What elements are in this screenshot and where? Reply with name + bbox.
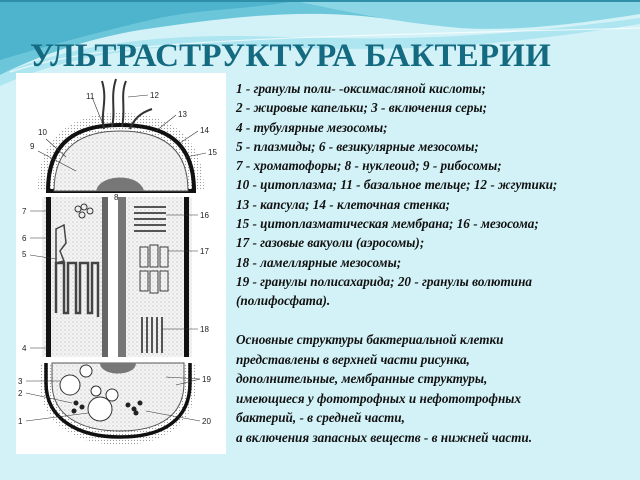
legend-list: 1 - гранулы поли- -оксимасляной кислоты;… [236,79,640,311]
legend-item: (полифосфата). [236,293,331,309]
svg-text:16: 16 [200,211,209,220]
svg-text:8: 8 [114,193,119,202]
legend-item: 17 - газовые вакуоли (аэросомы); [236,235,425,251]
legend-item: 1 - гранулы поли- -оксимасляной кислоты; [236,81,487,96]
svg-text:11: 11 [86,92,95,101]
summary-line: имеющиеся у фототрофных и нефототрофных [236,390,522,406]
svg-text:12: 12 [150,91,159,100]
svg-text:10: 10 [38,128,47,137]
summary-paragraph: Основные структуры бактериальной клетки … [236,330,640,447]
svg-text:15: 15 [208,148,217,157]
svg-text:18: 18 [200,325,209,334]
legend-item: 19 - гранулы полисахарида; 20 - гранулы … [236,273,532,289]
legend-item: 5 - плазмиды; 6 - везикулярные мезосомы; [236,138,479,154]
svg-text:6: 6 [22,234,27,243]
summary-line: представлены в верхней части рисунка, [236,351,470,367]
legend-item: 10 - цитоплазма; 11 - базальное тельце; … [236,177,558,193]
svg-text:2: 2 [18,389,23,398]
summary-line: бактерий, - в средней части, [236,410,405,425]
svg-text:9: 9 [30,142,35,151]
svg-text:4: 4 [22,344,27,353]
slide-title: УЛЬТРАСТРУКТУРА БАКТЕРИИ [30,38,551,74]
svg-text:20: 20 [202,417,211,426]
summary-line: Основные структуры бактериальной клетки [236,332,504,347]
top-section: 11 12 13 14 15 10 9 8 [30,78,217,202]
legend-item: 13 - капсула; 14 - клеточная стенка; [236,196,451,212]
svg-text:17: 17 [200,247,209,256]
middle-section: 7 6 5 4 16 17 18 [22,197,209,357]
summary-line: дополнительные, мембранные структуры, [236,371,488,386]
svg-text:5: 5 [22,250,27,259]
svg-text:14: 14 [200,126,209,135]
legend-item: 4 - тубулярные мезосомы; [236,119,388,135]
legend-item: 18 - ламеллярные мезосомы; [236,254,402,270]
svg-text:7: 7 [22,207,27,216]
summary-line: а включения запасных веществ - в нижней … [236,429,533,445]
bacteria-ultrastructure-diagram: 11 12 13 14 15 10 9 8 [16,73,226,454]
svg-text:1: 1 [18,417,23,426]
svg-text:3: 3 [18,377,23,386]
bacteria-cell-illustration: 11 12 13 14 15 10 9 8 [18,78,217,445]
svg-text:19: 19 [202,375,211,384]
bottom-section: 3 2 1 19 20 [18,362,211,445]
legend-item: 15 - цитоплазматическая мембрана; 16 - м… [236,216,539,232]
legend-item: 7 - хроматофоры; 8 - нуклеоид; 9 - рибос… [236,158,502,174]
legend-item: 2 - жировые капельки; 3 - включения серы… [236,100,487,116]
svg-text:13: 13 [178,110,187,119]
